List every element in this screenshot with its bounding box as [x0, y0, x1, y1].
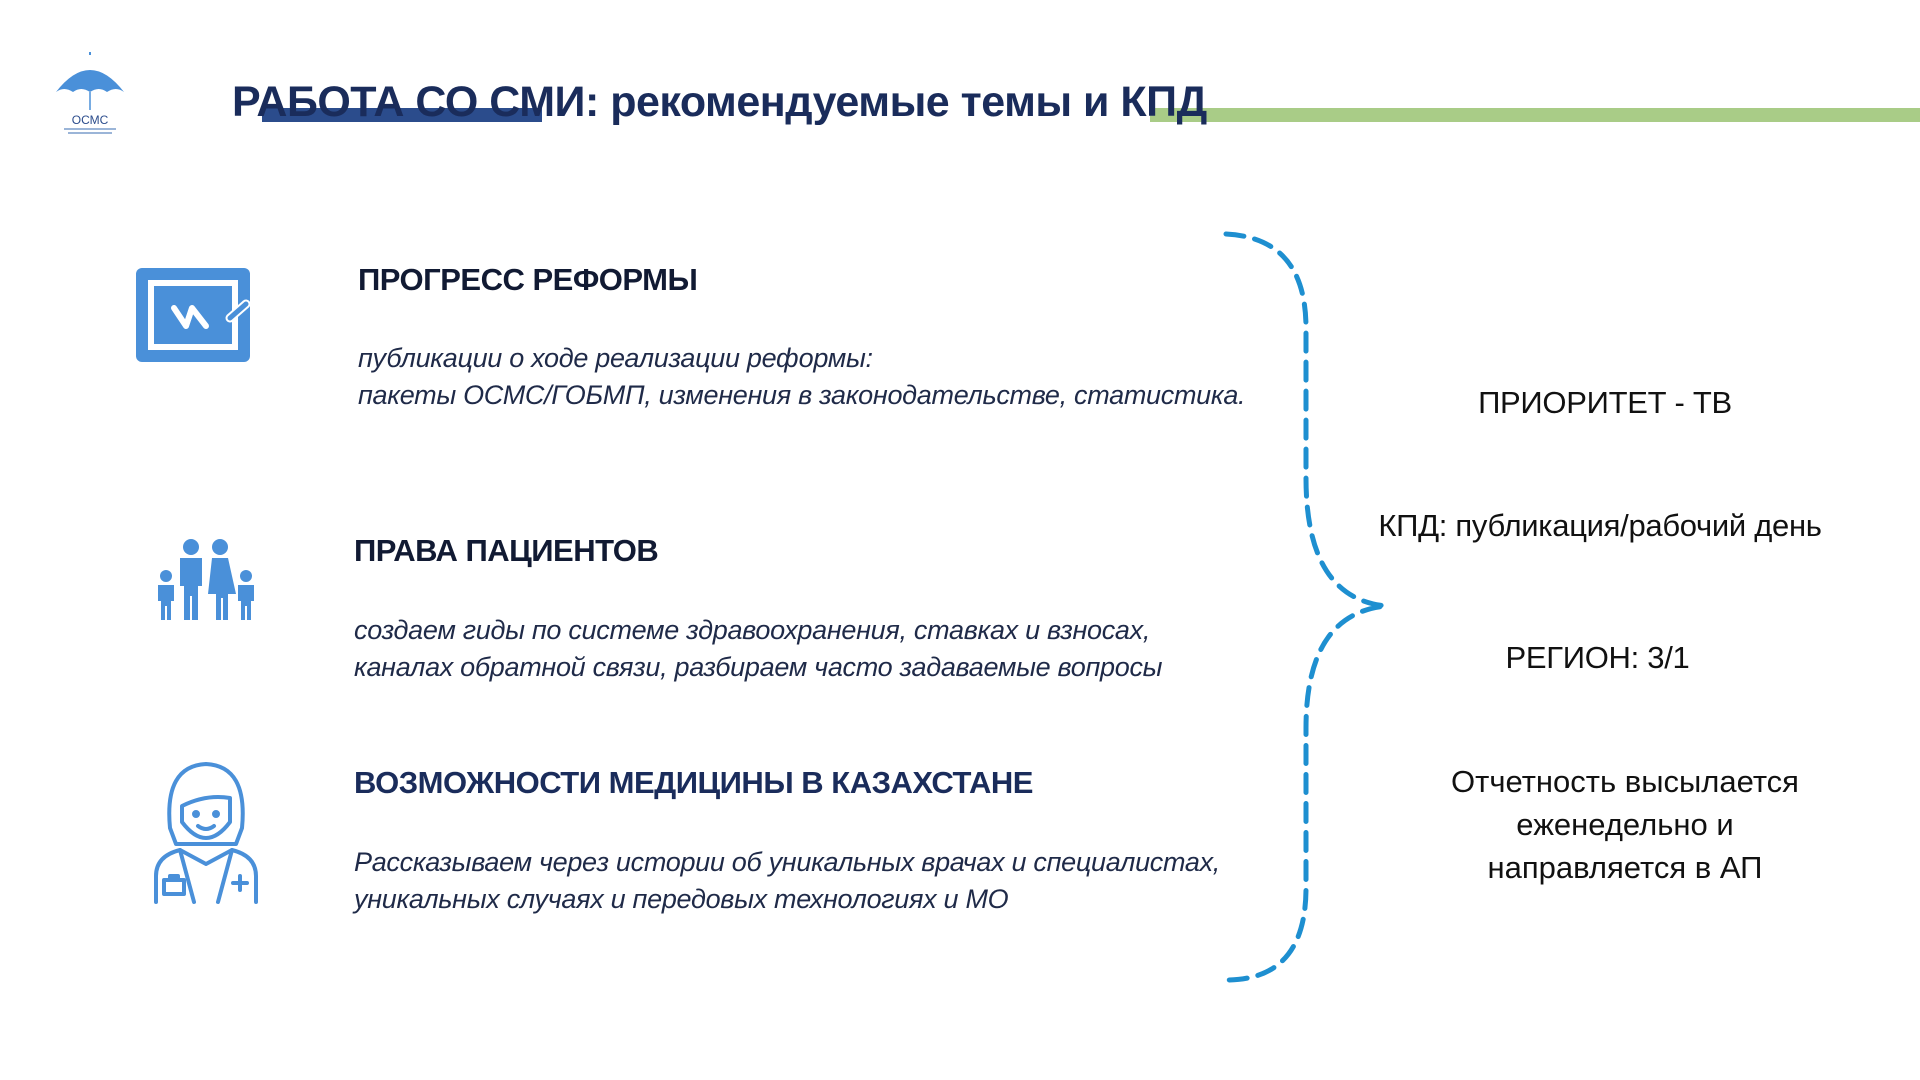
topic-title-medicine: ВОЗМОЖНОСТИ МЕДИЦИНЫ В КАЗАХСТАНЕ — [354, 765, 1033, 800]
topic-desc-line: Рассказываем через истории об уникальных… — [354, 847, 1221, 877]
topic-desc-medicine: Рассказываем через истории об уникальных… — [354, 844, 1220, 918]
topic-desc-line: уникальных случаях и передовых технологи… — [354, 884, 1009, 914]
page-title: РАБОТА СО СМИ: рекомендуемые темы и КПД — [232, 78, 1207, 126]
family-icon — [150, 538, 262, 622]
osms-logo: ОСМС — [50, 52, 130, 142]
curly-brace-icon — [1210, 228, 1400, 988]
topic-desc-line: каналах обратной связи, разбираем часто … — [354, 652, 1163, 682]
topic-desc-line: пакеты ОСМС/ГОБМП, изменения в законодат… — [358, 380, 1246, 410]
topic-desc-reform: публикации о ходе реализации реформы: па… — [358, 340, 1246, 414]
kpi-kpd: КПД: публикация/рабочий день — [1378, 508, 1822, 543]
kpi-report-line: направляется в АП — [1487, 850, 1763, 885]
topic-title-patient-rights: ПРАВА ПАЦИЕНТОВ — [354, 533, 659, 568]
topic-desc-line: публикации о ходе реализации реформы: — [358, 343, 873, 373]
kpi-report-line: еженедельно и — [1516, 807, 1734, 842]
title-underline-blue — [262, 108, 542, 122]
topic-title-reform: ПРОГРЕСС РЕФОРМЫ — [358, 262, 698, 297]
kpi-report-line: Отчетность высылается — [1451, 764, 1799, 799]
topic-desc-patient-rights: создаем гиды по системе здравоохранения,… — [354, 612, 1163, 686]
topic-desc-line: создаем гиды по системе здравоохранения,… — [354, 615, 1151, 645]
kpi-priority: ПРИОРИТЕТ - ТВ — [1478, 385, 1732, 420]
whiteboard-icon — [134, 266, 256, 368]
doctor-icon — [150, 758, 262, 904]
kpi-reporting: Отчетность высылается еженедельно и напр… — [1420, 760, 1830, 889]
title-underline-green — [1150, 108, 1920, 122]
umbrella-logo-icon: ОСМС — [56, 52, 124, 134]
kpi-region: РЕГИОН: 3/1 — [1505, 640, 1690, 675]
logo-text: ОСМС — [72, 113, 109, 127]
